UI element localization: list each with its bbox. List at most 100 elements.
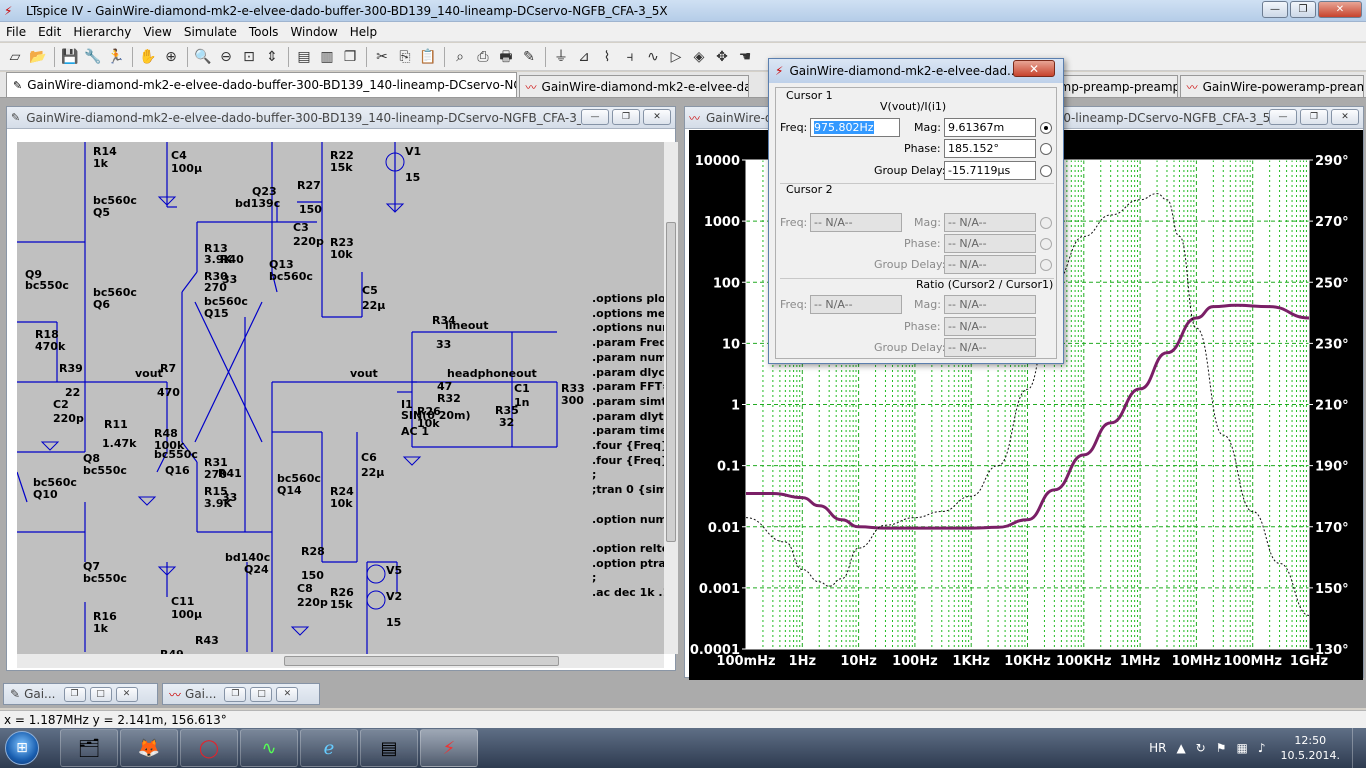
volume-icon[interactable]: ♪	[1257, 741, 1266, 755]
component-label[interactable]: 470k	[35, 340, 66, 353]
spice-directive[interactable]: ;	[592, 468, 597, 482]
close-button[interactable]: ✕	[276, 686, 299, 702]
group-delay-field[interactable]: -15.7119µs	[944, 161, 1036, 180]
component-label[interactable]: R23	[330, 236, 354, 249]
component-label[interactable]: I1	[401, 398, 413, 411]
diode-icon[interactable]: ▷	[670, 48, 682, 65]
menu-edit[interactable]: Edit	[38, 24, 62, 39]
menu-file[interactable]: File	[6, 24, 27, 39]
component-label[interactable]: 1k	[93, 622, 108, 635]
component-label[interactable]: 1.47k	[102, 437, 137, 450]
component-label[interactable]: C4	[171, 149, 187, 162]
component-label[interactable]: V2	[386, 590, 403, 603]
autorange-icon[interactable]: ⇕	[266, 48, 278, 65]
component-label[interactable]: R13	[204, 242, 228, 255]
vertical-scrollbar[interactable]	[664, 142, 678, 654]
component-label[interactable]: 1k	[93, 157, 108, 170]
component-label[interactable]: R11	[104, 418, 128, 431]
component-label[interactable]: 1n	[514, 396, 530, 409]
component-label[interactable]: bc560c	[33, 476, 77, 489]
menu-hierarchy[interactable]: Hierarchy	[73, 24, 132, 39]
resistor-icon[interactable]: ⌇	[603, 48, 611, 65]
component-label[interactable]: Q6	[93, 298, 111, 311]
component-label[interactable]: C5	[362, 284, 378, 297]
mag-field[interactable]: 9.61367m	[944, 118, 1036, 137]
action-center-icon[interactable]: ⚑	[1215, 741, 1227, 755]
component-label[interactable]: R24	[330, 485, 354, 498]
component-label[interactable]: C11	[171, 595, 195, 608]
component-label[interactable]: 10k	[417, 417, 440, 430]
restore-button[interactable]: ❐	[1300, 109, 1328, 125]
component-label[interactable]: C3	[293, 221, 309, 234]
spice-directive[interactable]: ;tran 0 {simtin	[592, 483, 664, 497]
restore-button[interactable]: ❐	[224, 686, 247, 702]
component-label[interactable]: 3.9K	[204, 497, 233, 510]
network-icon[interactable]: ▦	[1236, 741, 1248, 755]
capacitor-icon[interactable]: ⫞	[626, 48, 634, 65]
component-label[interactable]: 150	[301, 569, 324, 582]
component-label[interactable]: SIN(0 20m)	[401, 409, 471, 422]
cut-icon[interactable]: ✂	[376, 48, 388, 65]
show-desktop-button[interactable]	[1352, 728, 1366, 768]
restore-button[interactable]: ❐	[1290, 1, 1316, 18]
minimized-schematic[interactable]: ✎ Gai... ❐ □ ✕	[3, 683, 158, 705]
component-label[interactable]: 15	[405, 171, 421, 184]
spice-directive[interactable]: .option ptran	[592, 556, 664, 570]
component-label[interactable]: R7	[160, 362, 177, 375]
component-label[interactable]: Q15	[204, 307, 229, 320]
paste-icon[interactable]: 📋	[419, 48, 437, 65]
component-label[interactable]: R28	[301, 545, 325, 558]
zoom-pan-icon[interactable]: 🔍	[194, 48, 212, 65]
component-label[interactable]: headphoneout	[447, 367, 537, 380]
menu-tools[interactable]: Tools	[248, 24, 279, 39]
component-label[interactable]: R15	[204, 485, 228, 498]
tab-poweramp[interactable]: 〰GainWire-poweramp-preamp-1	[1179, 75, 1364, 97]
component-label[interactable]: 220p	[293, 235, 324, 248]
component-label[interactable]: 33	[222, 491, 238, 504]
close-button[interactable]: ✕	[643, 109, 671, 125]
zoom-in-icon[interactable]: ⊕	[165, 48, 177, 65]
horizontal-scrollbar[interactable]	[17, 654, 664, 668]
component-label[interactable]: 22	[65, 386, 81, 399]
tab-schematic[interactable]: ✎GainWire-diamond-mk2-e-elvee-dado-buffe…	[6, 72, 517, 97]
component-label[interactable]: 22µ	[361, 466, 385, 479]
component-label[interactable]: 32	[499, 416, 515, 429]
sync-icon[interactable]: ↻	[1195, 741, 1206, 755]
component-label[interactable]: 3.9K	[204, 253, 233, 266]
component-label[interactable]: bd139c	[235, 197, 281, 210]
menu-simulate[interactable]: Simulate	[183, 24, 237, 39]
spice-directive[interactable]: .param FFT=2	[592, 380, 664, 394]
minimize-button[interactable]: —	[1262, 1, 1288, 18]
component-label[interactable]: 150	[299, 203, 322, 216]
component-label[interactable]: R39	[59, 362, 83, 375]
spice-directive[interactable]: .four {Freq} 4	[592, 453, 664, 467]
spice-directive[interactable]: .options meth	[592, 306, 664, 320]
component-label[interactable]: lineout	[445, 319, 489, 332]
halt-icon[interactable]: ✋	[139, 48, 157, 65]
component-label[interactable]: R18	[35, 328, 59, 341]
new-schematic-icon[interactable]: ▱	[9, 48, 21, 65]
close-button[interactable]: ✕	[1318, 1, 1362, 18]
control-panel-icon[interactable]: 🔧	[84, 48, 102, 65]
component-label[interactable]: Q8	[83, 452, 101, 465]
component-label[interactable]: R31	[204, 456, 228, 469]
cursor-dialog[interactable]: ⚡ GainWire-diamond-mk2-e-elvee-dad... ✕ …	[768, 58, 1064, 364]
component-label[interactable]: 220p	[297, 596, 328, 609]
phase-radio[interactable]	[1040, 143, 1052, 155]
component-label[interactable]: Q23	[252, 185, 277, 198]
tile-horizontal-icon[interactable]: ▤	[297, 48, 311, 65]
component-label[interactable]: R43	[195, 634, 219, 647]
spice-directive[interactable]: .options numd	[592, 321, 664, 335]
component-label[interactable]: bc550c	[25, 279, 69, 292]
freq-input[interactable]: 975.802Hz	[810, 118, 900, 137]
component-label[interactable]: 270	[204, 468, 227, 481]
print-setup-icon[interactable]: ⎙	[477, 48, 489, 65]
component-label[interactable]: 22µ	[362, 299, 386, 312]
tab-preamp[interactable]: amp-preamp-preamp-1	[1045, 75, 1178, 97]
maximize-button[interactable]: □	[250, 686, 273, 702]
run-icon[interactable]: 🏃	[107, 48, 125, 65]
find-icon[interactable]: ⌕	[456, 48, 464, 65]
save-icon[interactable]: 💾	[61, 48, 79, 65]
minimized-waveform[interactable]: 〰 Gai... ❐ □ ✕	[162, 683, 320, 705]
component-label[interactable]: bc550c	[83, 572, 127, 585]
